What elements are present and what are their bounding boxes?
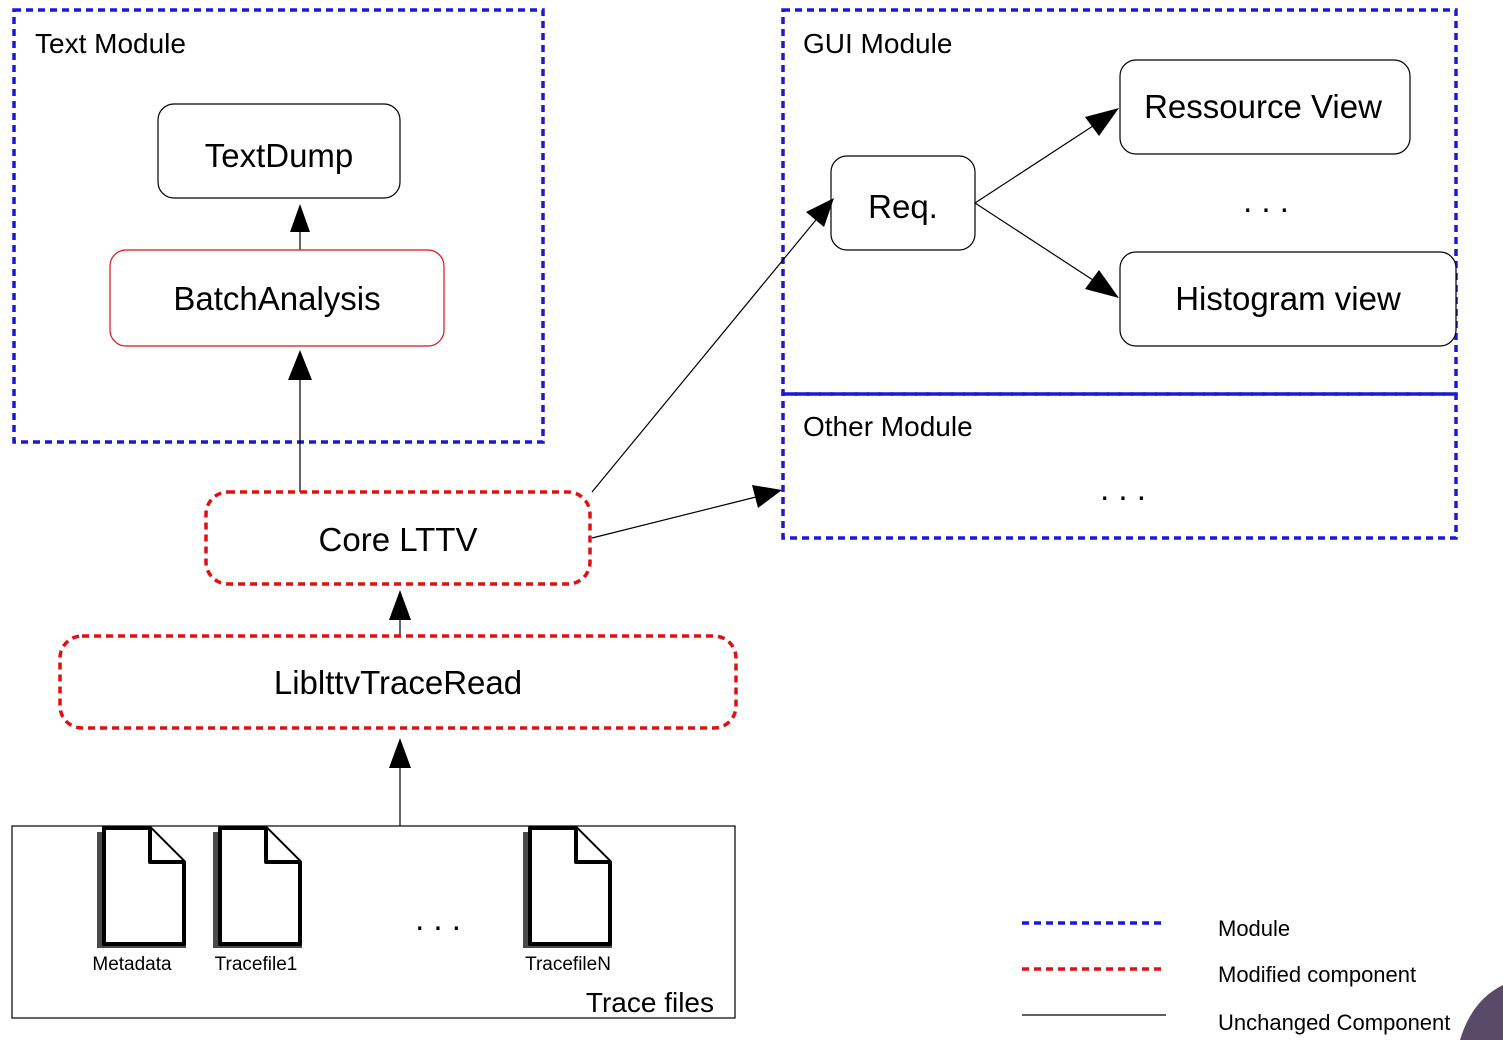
gui-ellipsis: . . . xyxy=(1243,182,1289,219)
core-lttv-label: Core LTTV xyxy=(319,521,478,558)
batch-analysis-box xyxy=(109,249,445,347)
req-to-histogram-arrowhead xyxy=(1085,270,1119,298)
core-to-other-line xyxy=(591,495,761,539)
file-icon xyxy=(213,826,302,948)
legend-unchanged-label: Unchanged Component xyxy=(1218,1010,1450,1035)
other-module-box xyxy=(781,392,1458,540)
libread-label: LiblttvTraceRead xyxy=(274,664,522,701)
core-to-other-arrowhead xyxy=(752,485,782,508)
textdump-box xyxy=(157,103,401,199)
resource-view-label: Ressource View xyxy=(1144,88,1382,125)
resource-view-box xyxy=(1119,59,1411,155)
legend-module-label: Module xyxy=(1218,916,1290,941)
histogram-view-label: Histogram view xyxy=(1175,280,1401,317)
trace-files-title: Trace files xyxy=(586,987,714,1018)
batch-analysis-label: BatchAnalysis xyxy=(173,280,380,317)
tracefilen-label: TracefileN xyxy=(525,954,611,975)
text-module-box xyxy=(12,8,545,444)
gui-module-label: GUI Module xyxy=(803,28,952,59)
req-label: Req. xyxy=(868,188,938,225)
other-module-label: Other Module xyxy=(803,411,973,442)
files-ellipsis: . . . xyxy=(415,900,461,937)
textdump-label: TextDump xyxy=(205,137,354,174)
file-icon xyxy=(97,826,186,948)
file-icon xyxy=(523,826,612,948)
libread-to-core-arrowhead xyxy=(389,590,411,620)
core-to-batch-arrowhead xyxy=(288,350,312,380)
libread-box xyxy=(58,634,738,730)
text-module-label: Text Module xyxy=(35,28,186,59)
page-curl-icon xyxy=(1460,985,1503,1040)
core-lttv-box xyxy=(204,490,592,586)
req-to-histogram-line xyxy=(974,202,1097,283)
files-to-libread-arrowhead xyxy=(389,738,411,768)
other-ellipsis: . . . xyxy=(1100,470,1146,507)
req-to-resource-arrowhead xyxy=(1085,108,1119,136)
core-to-req-line xyxy=(591,214,821,493)
batch-to-textdump-arrowhead xyxy=(290,204,310,232)
core-to-req-arrowhead xyxy=(806,198,834,227)
req-to-resource-line xyxy=(974,123,1097,204)
legend-modified-label: Modified component xyxy=(1218,962,1416,987)
tracefile1-label: Tracefile1 xyxy=(215,954,298,975)
metadata-label: Metadata xyxy=(92,954,172,975)
histogram-view-box xyxy=(1119,251,1457,347)
